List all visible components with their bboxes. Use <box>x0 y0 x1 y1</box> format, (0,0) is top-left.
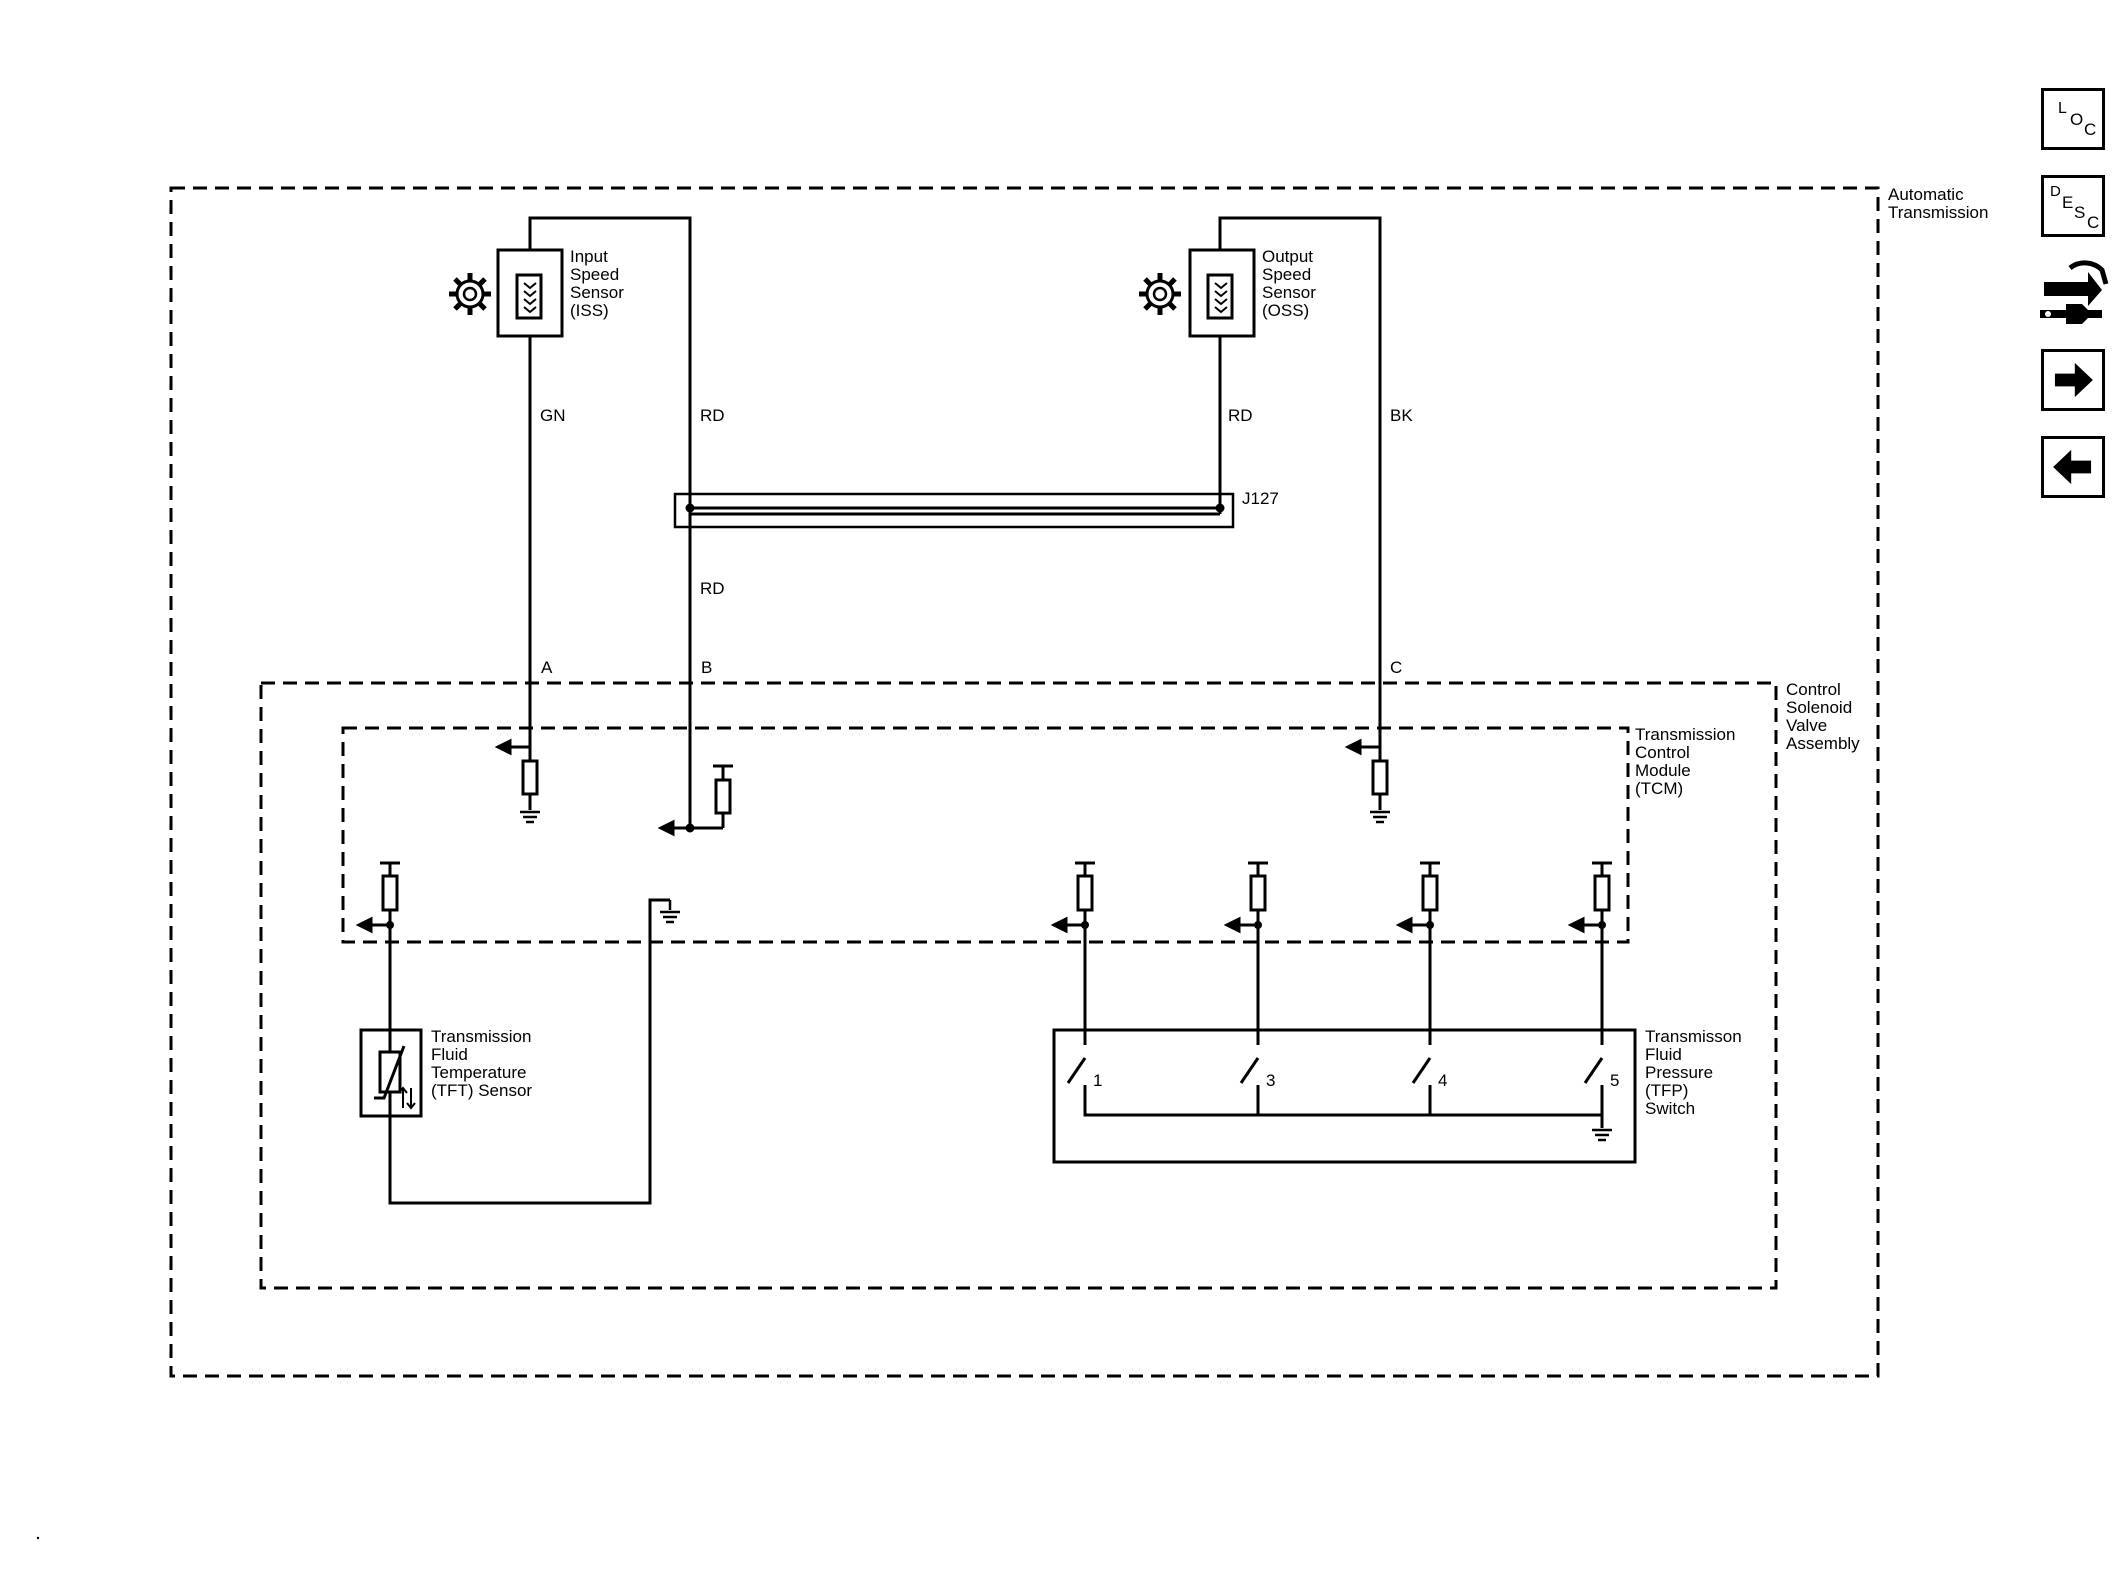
gear-icon <box>1139 273 1181 315</box>
tcm-label: Transmission Control Module (TCM) <box>1635 725 1740 798</box>
wire-label-rd: RD <box>700 579 725 598</box>
gear-icon <box>449 273 491 315</box>
splice-j127 <box>673 492 1235 529</box>
switch-terminal-4: 4 <box>1438 1071 1447 1090</box>
tfp-label: Transmisson Fluid Pressure (TFP) Switch <box>1645 1027 1746 1118</box>
wire-label-rd: RD <box>1228 406 1253 425</box>
location-button[interactable]: L O C <box>2041 88 2105 150</box>
wire-label-gn: GN <box>540 406 566 425</box>
switch-terminal-5: 5 <box>1610 1071 1619 1090</box>
control-solenoid-valve-assembly-box <box>259 681 1778 1290</box>
tfp-bus <box>1083 1085 1604 1117</box>
switch-terminal-1: 1 <box>1093 1071 1102 1090</box>
tft-label: Transmission Fluid Temperature (TFT) Sen… <box>431 1027 536 1100</box>
automatic-transmission-label: Automatic Transmission <box>1888 185 1988 222</box>
wire-label-bk: BK <box>1390 406 1413 425</box>
splice-label-j127: J127 <box>1242 489 1279 508</box>
tfp-switch-box <box>1052 1028 1637 1164</box>
tfp-switches <box>1066 1057 1604 1084</box>
output-speed-sensor <box>1188 248 1256 338</box>
wire-label-rd: RD <box>700 406 725 425</box>
description-button[interactable]: D E S C <box>2041 175 2105 237</box>
wire-iss-rd-loop <box>528 216 692 828</box>
arrow-right-icon[interactable] <box>2041 349 2105 411</box>
pin-label-c: C <box>1390 658 1402 677</box>
iss-label: Input Speed Sensor (ISS) <box>570 247 629 320</box>
oss-label: Output Speed Sensor (OSS) <box>1262 247 1321 320</box>
automatic-transmission-box <box>169 186 1880 1378</box>
arrow-left-icon[interactable] <box>2041 436 2105 498</box>
tool-icon[interactable] <box>2036 256 2110 330</box>
wire-oss-loop <box>1218 216 1382 747</box>
control-solenoid-label: Control Solenoid Valve Assembly <box>1786 680 1860 753</box>
input-speed-sensor <box>496 248 564 338</box>
pin-label-a: A <box>541 658 553 677</box>
pin-label-b: B <box>701 658 712 677</box>
switch-terminal-3: 3 <box>1266 1071 1275 1090</box>
tcm-box <box>341 726 1630 944</box>
